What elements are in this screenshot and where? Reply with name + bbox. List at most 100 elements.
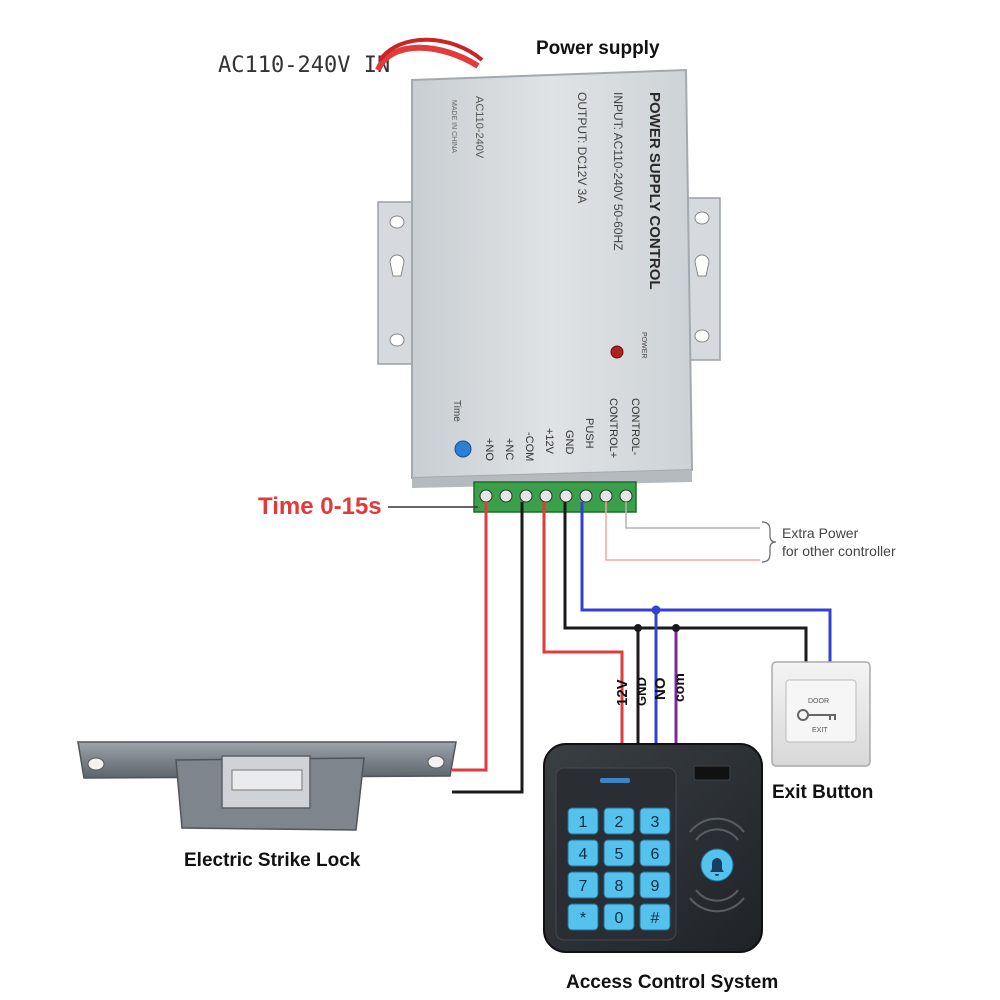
terminal-screw <box>579 489 593 503</box>
svg-text:5: 5 <box>615 846 624 863</box>
strike-screw-hole-left <box>87 757 105 771</box>
key-hash[interactable]: # <box>639 903 671 931</box>
key-star[interactable]: * <box>567 903 599 931</box>
wire-label-gnd: GND <box>634 677 649 706</box>
keypad-indicator <box>600 778 630 783</box>
key-7[interactable]: 7 <box>567 871 599 899</box>
key-2[interactable]: 2 <box>603 807 635 835</box>
svg-text:3: 3 <box>651 814 660 831</box>
terminal-screw <box>559 489 573 503</box>
exit-button-device: DOOR EXIT <box>771 661 871 767</box>
wire-label-com: com <box>671 673 687 702</box>
key-5[interactable]: 5 <box>603 839 635 867</box>
power-supply-caption: Power supply <box>536 38 660 59</box>
wire-gnd-to-keypad <box>563 502 640 746</box>
terminal-label-12v: +12V <box>543 428 555 455</box>
junction-push <box>651 605 661 615</box>
keypad-led-window <box>693 765 731 781</box>
wire-no-to-lock <box>452 502 488 772</box>
key-1[interactable]: 1 <box>567 807 599 835</box>
brand-text: POWER SUPPLY CONTROL <box>646 92 663 290</box>
wire-label-no: NO <box>652 677 669 700</box>
key-0[interactable]: 0 <box>603 903 635 931</box>
svg-text:8: 8 <box>615 878 624 895</box>
wire-com-to-lock <box>452 502 524 794</box>
svg-text:1: 1 <box>579 814 588 831</box>
keypad-keys: 1 2 3 4 5 6 7 8 9 * 0 # <box>567 807 671 931</box>
power-led-label: POWER <box>640 332 647 358</box>
extra-power-line1: Extra Power <box>782 525 859 541</box>
terminal-screw <box>519 489 533 503</box>
electric-strike-lock <box>77 741 457 831</box>
ac-input-wire <box>375 44 480 72</box>
terminal-screw <box>499 489 513 503</box>
extra-power-wire-2 <box>625 502 760 529</box>
junction-gnd <box>634 624 642 632</box>
terminal-label-gnd: GND <box>563 430 575 455</box>
input-spec: INPUT: AC110-240V 50-60HZ <box>611 92 625 251</box>
terminal-label-com: -COM <box>523 432 535 461</box>
key-9[interactable]: 9 <box>639 871 671 899</box>
strike-keeper-slot <box>231 769 303 791</box>
right-bracket-keyhole <box>694 254 710 277</box>
key-3[interactable]: 3 <box>639 807 671 835</box>
key-4[interactable]: 4 <box>567 839 599 867</box>
terminal-label-push: PUSH <box>583 418 595 449</box>
rfid-waves-icon <box>689 817 745 913</box>
right-bracket-hole <box>694 211 710 225</box>
terminal-screw <box>619 489 633 503</box>
terminal-screw <box>479 489 493 503</box>
svg-text:9: 9 <box>651 878 660 895</box>
access-control-caption: Access Control System <box>566 972 778 993</box>
extra-power-line2: for other controller <box>782 543 896 559</box>
left-bracket-keyhole <box>389 254 405 277</box>
wire-12v-to-keypad <box>542 502 624 746</box>
extra-power-brace <box>761 521 777 563</box>
wire-push-to-keypad <box>580 502 658 746</box>
terminal-label-no: +NO <box>483 438 495 461</box>
key-6[interactable]: 6 <box>639 839 671 867</box>
doorbell-button[interactable] <box>700 848 734 882</box>
left-bracket-hole <box>389 215 405 229</box>
time-knob <box>454 440 472 458</box>
terminal-screw <box>539 489 553 503</box>
junction-com <box>672 624 680 632</box>
time-annotation: Time 0-15s <box>258 493 382 520</box>
terminal-label-control-minus: CONTROL- <box>629 398 641 456</box>
key-8[interactable]: 8 <box>603 871 635 899</box>
bell-icon <box>710 858 724 876</box>
svg-text:2: 2 <box>615 814 624 831</box>
svg-text:7: 7 <box>579 878 588 895</box>
ac-input-wire-2 <box>378 37 484 62</box>
ac-input-label: AC110-240V IN <box>218 53 390 78</box>
wire-gnd-to-exit <box>638 626 808 664</box>
wire-label-12v: 12V <box>614 679 631 706</box>
svg-text:#: # <box>651 910 660 927</box>
power-led <box>610 345 624 359</box>
terminal-label-control-plus: CONTROL+ <box>607 398 619 458</box>
exit-exit-text: EXIT <box>812 727 828 734</box>
time-knob-label: Time <box>451 400 462 422</box>
exit-button-caption: Exit Button <box>772 782 873 803</box>
svg-text:*: * <box>580 910 586 927</box>
key-icon <box>797 709 836 721</box>
left-bracket-hole-2 <box>389 333 405 347</box>
terminal-label-nc: +NC <box>503 438 515 460</box>
strike-screw-hole-right <box>427 755 445 769</box>
svg-text:0: 0 <box>615 910 624 927</box>
access-control-keypad: 1 2 3 4 5 6 7 8 9 * 0 # <box>543 743 763 953</box>
extra-power-wire-1 <box>605 502 760 561</box>
power-supply-unit: POWER SUPPLY CONTROL INPUT: AC110-240V 5… <box>377 68 721 513</box>
made-in-text: MADE IN CHINA <box>450 100 457 153</box>
exit-button-face <box>785 679 857 743</box>
side-model: AC110-240V <box>473 96 485 159</box>
terminal-screw <box>599 489 613 503</box>
exit-door-text: DOOR <box>808 698 829 705</box>
wire-push-to-exit <box>656 608 832 664</box>
right-bracket-hole-2 <box>694 329 710 343</box>
strike-lock-caption: Electric Strike Lock <box>184 850 361 871</box>
svg-text:6: 6 <box>651 846 660 863</box>
output-spec: OUTPUT: DC12V 3A <box>575 92 589 203</box>
svg-text:4: 4 <box>579 846 588 863</box>
